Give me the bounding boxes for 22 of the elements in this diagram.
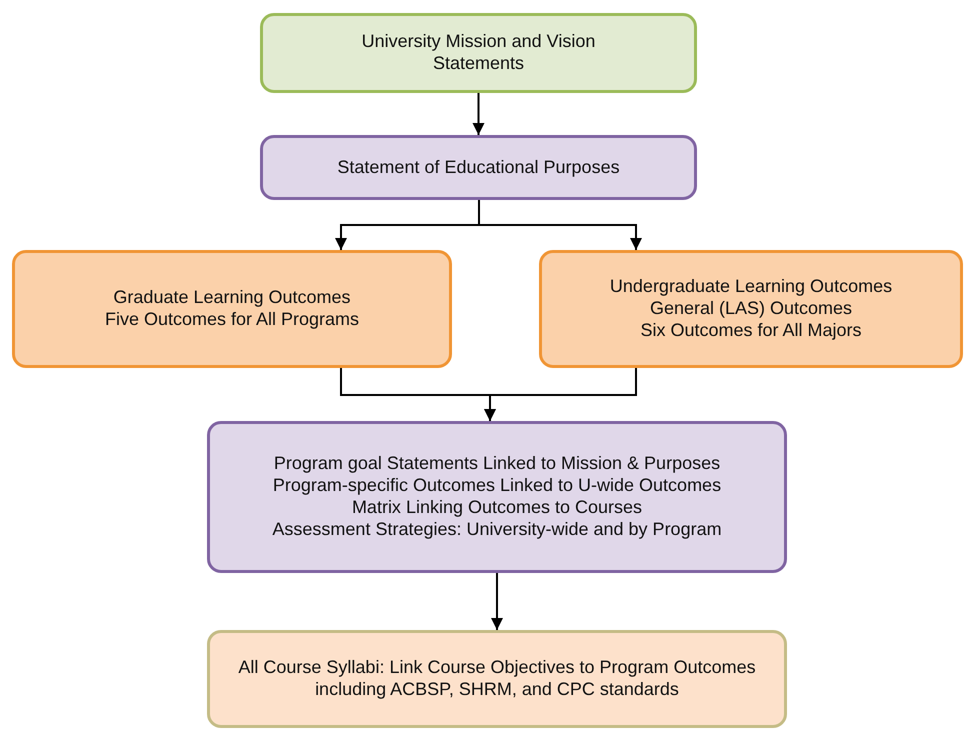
connector-arrow: [484, 368, 637, 421]
box-text: General (LAS) Outcomes: [650, 298, 852, 320]
outcomes-box: [539, 250, 963, 368]
connector-arrow: [472, 93, 484, 135]
box-text: Matrix Linking Outcomes to Courses: [352, 497, 642, 519]
box-text: Six Outcomes for All Majors: [640, 320, 862, 342]
box-text: Program goal Statements Linked to Mission & Purposes: [274, 453, 720, 476]
box-text: Undergraduate Learning Outcomes: [610, 276, 892, 298]
syllabi-box: [207, 630, 787, 728]
box-text: Assessment Strategies: University-wide and by Program: [272, 518, 722, 541]
connector-arrow: [491, 573, 503, 630]
program-box: [207, 421, 787, 573]
box-text: Graduate Learning Outcomes: [113, 287, 351, 309]
outcomes-box: [12, 250, 452, 368]
connector-arrow: [478, 200, 642, 250]
box-text: University Mission and Vision Statements: [360, 31, 596, 75]
box-text: All Course Syllabi: Link Course Objectives to Program Outcomes including ACBSP, SHRM, and CPC standards: [237, 657, 757, 701]
box-text: Five Outcomes for All Programs: [104, 309, 360, 331]
purpose-box: [260, 135, 697, 200]
box-text: Program-specific Outcomes Linked to U-wide Outcomes: [272, 475, 722, 497]
box-text: Statement of Educational Purposes: [337, 156, 620, 178]
mission-box: [260, 13, 697, 93]
